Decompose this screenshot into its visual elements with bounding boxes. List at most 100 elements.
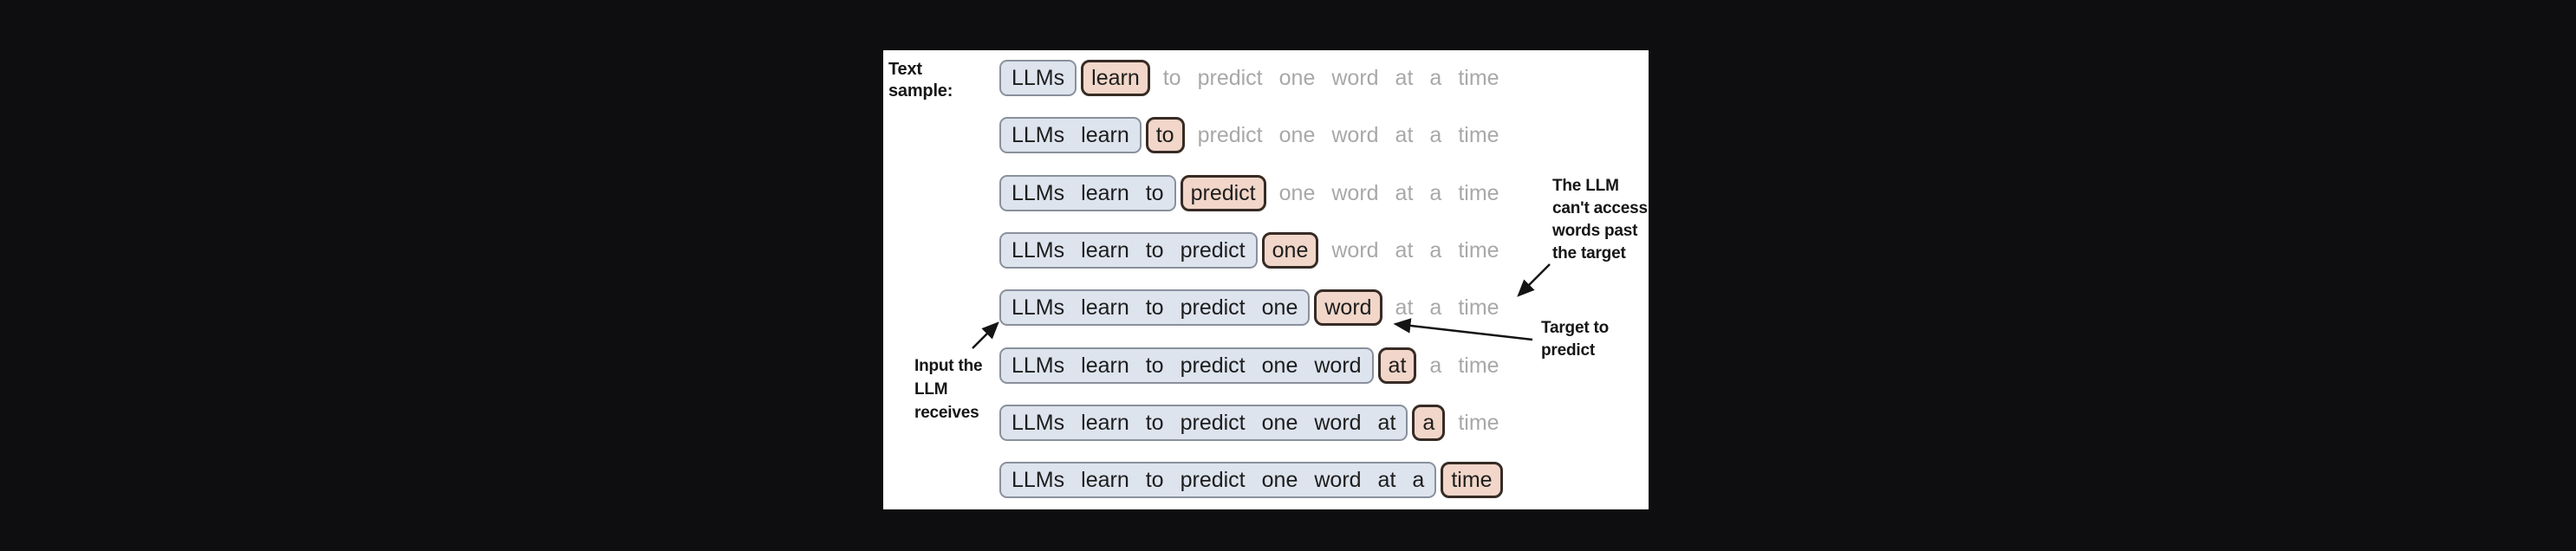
masked-token: at xyxy=(1395,295,1414,320)
arrow-cant-access xyxy=(1517,263,1551,297)
input-token: to xyxy=(1145,410,1164,435)
input-token: learn xyxy=(1081,410,1129,435)
input-box: LLMs xyxy=(999,60,1077,96)
input-token: LLMs xyxy=(1012,237,1065,263)
masked-token: word xyxy=(1331,122,1379,147)
masked-token: a xyxy=(1429,353,1442,378)
input-token: to xyxy=(1145,353,1164,378)
input-token: one xyxy=(1261,295,1298,320)
arrow-input-receives xyxy=(972,321,999,349)
annotation-cant-access: The LLM can't access words past the targ… xyxy=(1552,177,1648,263)
masked-token: predict xyxy=(1197,65,1263,90)
target-token: time xyxy=(1451,467,1493,492)
target-box: predict xyxy=(1180,175,1266,211)
masked-token: word xyxy=(1331,237,1379,263)
input-token: LLMs xyxy=(1012,295,1065,320)
input-token: word xyxy=(1314,410,1362,435)
masked-token: time xyxy=(1458,122,1499,147)
masked-token: at xyxy=(1395,65,1414,90)
target-token: word xyxy=(1324,295,1372,320)
masked-token: word xyxy=(1331,180,1379,205)
masked-token: word xyxy=(1331,65,1379,90)
masked-token: time xyxy=(1458,295,1499,320)
input-token: at xyxy=(1377,467,1396,492)
input-token: LLMs xyxy=(1012,180,1065,205)
masked-token: a xyxy=(1429,295,1442,320)
text-sample-label: Text sample: xyxy=(888,60,953,100)
target-token: predict xyxy=(1190,180,1256,205)
masked-token: at xyxy=(1395,237,1414,263)
masked-token: one xyxy=(1278,65,1316,90)
input-token: to xyxy=(1145,295,1164,320)
input-token: learn xyxy=(1081,180,1129,205)
input-token: to xyxy=(1145,180,1164,205)
input-token: LLMs xyxy=(1012,353,1065,378)
input-token: to xyxy=(1145,467,1164,492)
input-token: LLMs xyxy=(1012,467,1065,492)
masked-token: one xyxy=(1278,180,1316,205)
masked-token: time xyxy=(1458,237,1499,263)
masked-token: time xyxy=(1458,410,1499,435)
masked-token: at xyxy=(1395,180,1414,205)
annotation-target-to-predict: Target to predict xyxy=(1541,319,1610,360)
masked-tokens: time xyxy=(1458,411,1499,436)
target-box: at xyxy=(1377,347,1417,384)
target-token: one xyxy=(1272,237,1309,263)
masked-token: one xyxy=(1278,122,1316,147)
input-token: predict xyxy=(1180,237,1246,263)
masked-token: to xyxy=(1162,65,1181,90)
input-token: one xyxy=(1261,353,1298,378)
input-token: LLMs xyxy=(1012,65,1065,90)
target-box: one xyxy=(1261,232,1319,269)
masked-token: a xyxy=(1429,237,1442,263)
masked-token: a xyxy=(1429,65,1442,90)
input-token: to xyxy=(1145,237,1164,263)
target-token: at xyxy=(1388,353,1407,378)
input-token: at xyxy=(1377,410,1396,435)
input-token: a xyxy=(1412,467,1425,492)
masked-token: a xyxy=(1429,122,1442,147)
input-token: one xyxy=(1261,410,1298,435)
masked-token: time xyxy=(1458,65,1499,90)
input-token: learn xyxy=(1081,467,1129,492)
masked-token: a xyxy=(1429,180,1442,205)
input-token: predict xyxy=(1180,410,1246,435)
masked-token: time xyxy=(1458,180,1499,205)
annotation-input-receives: Input the LLM receives xyxy=(914,357,983,422)
input-token: learn xyxy=(1081,295,1129,320)
target-box: time xyxy=(1441,462,1503,498)
input-token: LLMs xyxy=(1012,410,1065,435)
input-token: word xyxy=(1314,467,1362,492)
input-token: word xyxy=(1314,353,1362,378)
input-token: predict xyxy=(1180,467,1246,492)
target-token: to xyxy=(1155,122,1174,147)
input-token: LLMs xyxy=(1012,122,1065,147)
masked-token: at xyxy=(1395,122,1414,147)
masked-token: predict xyxy=(1197,122,1263,147)
masked-token: time xyxy=(1458,353,1499,378)
input-token: predict xyxy=(1180,295,1246,320)
input-token: one xyxy=(1261,467,1298,492)
target-token: a xyxy=(1422,410,1435,435)
